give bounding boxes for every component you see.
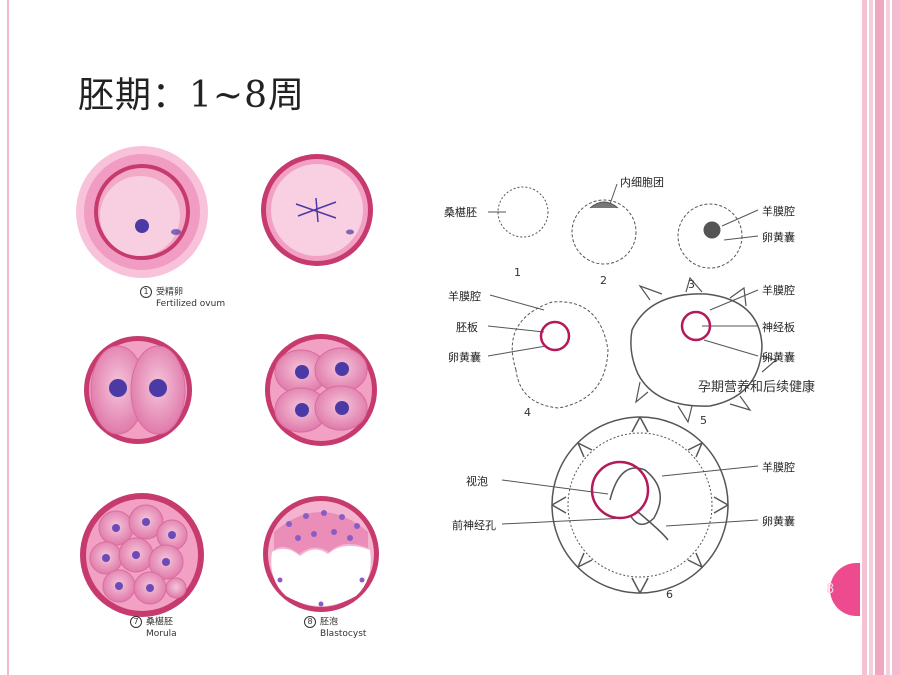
blastocyst-image <box>263 496 379 612</box>
caption-zh: 受精卵 <box>156 287 184 298</box>
label-yolk-sac-3: 卵黄囊 <box>762 231 795 244</box>
label-amnion-cavity-3: 羊膜腔 <box>762 205 795 218</box>
label-yolk-sac-5: 卵黄囊 <box>762 351 795 364</box>
page-number: 8 <box>826 582 835 597</box>
label-yolk-sac-4: 卵黄囊 <box>448 351 481 364</box>
cleavage-stages-illustration <box>76 146 379 617</box>
stage-number-6: 6 <box>666 588 673 601</box>
neural-plate-drawing <box>630 293 763 407</box>
caption-stage-1: 1 受精卵 Fertilized ovum <box>140 286 225 310</box>
page-number-badge <box>830 563 860 616</box>
morula-image <box>80 493 204 617</box>
two-cell-stage-image <box>84 336 192 444</box>
stage-number-5: 5 <box>700 414 707 427</box>
four-cell-stage-image <box>265 334 377 446</box>
optic-vesicle-highlight <box>590 460 650 520</box>
caption-number: 8 <box>304 616 316 628</box>
early-amnion-drawing <box>677 203 743 269</box>
slide-left-border <box>7 0 9 675</box>
label-neural-plate: 神经板 <box>762 321 795 334</box>
caption-en: Blastocyst <box>320 628 367 639</box>
caption-en: Fertilized ovum <box>156 298 226 309</box>
caption-zh: 胚泡 <box>320 617 339 628</box>
caption-stage-8: 8 胚泡 Blastocyst <box>304 616 366 640</box>
blastocyst-drawing <box>571 199 637 265</box>
embryo-development-diagram <box>487 183 778 594</box>
stage-number-4: 4 <box>524 406 531 419</box>
morula-drawing <box>497 186 549 238</box>
label-amnion-cavity-4: 羊膜腔 <box>448 290 481 303</box>
label-optic-vesicle: 视泡 <box>466 475 488 488</box>
stage-number-3: 3 <box>688 278 695 291</box>
source-caption: 孕期营养和后续健康 <box>698 380 816 395</box>
caption-number: 1 <box>140 286 152 298</box>
embryonic-plate-highlight <box>539 320 571 352</box>
caption-en: Morula <box>146 628 177 639</box>
label-amnion-cavity-6: 羊膜腔 <box>762 461 795 474</box>
label-morula: 桑椹胚 <box>444 206 477 219</box>
fertilized-ovum-image <box>76 146 208 278</box>
embryo-plate-drawing <box>511 301 609 409</box>
label-inner-cell-mass: 内细胞团 <box>620 176 664 189</box>
cleavage-stages-figure: 1 受精卵 Fertilized ovum 7 桑椹胚 Morula 8 胚泡 Bla… <box>74 140 394 640</box>
stage-number-1: 1 <box>514 266 521 279</box>
label-amnion-cavity-5: 羊膜腔 <box>762 284 795 297</box>
caption-zh: 桑椹胚 <box>146 617 174 628</box>
label-embryonic-plate: 胚板 <box>456 321 478 334</box>
caption-stage-7: 7 桑椹胚 Morula <box>130 616 177 640</box>
stage-number-2: 2 <box>600 274 607 287</box>
embryo-development-figure: 桑椹胚 内细胞团 羊膜腔 卵黄囊 羊膜腔 胚板 卵黄囊 羊膜腔 神经板 卵黄囊 … <box>440 160 830 610</box>
page-title: 胚期：1~8周 <box>78 75 305 116</box>
zygote-spindle-image <box>261 154 373 266</box>
neural-plate-highlight <box>680 310 712 342</box>
caption-number: 7 <box>130 616 142 628</box>
decorative-right-stripes <box>862 0 900 675</box>
label-yolk-sac-6: 卵黄囊 <box>762 515 795 528</box>
label-anterior-neuropore: 前神经孔 <box>452 519 496 532</box>
